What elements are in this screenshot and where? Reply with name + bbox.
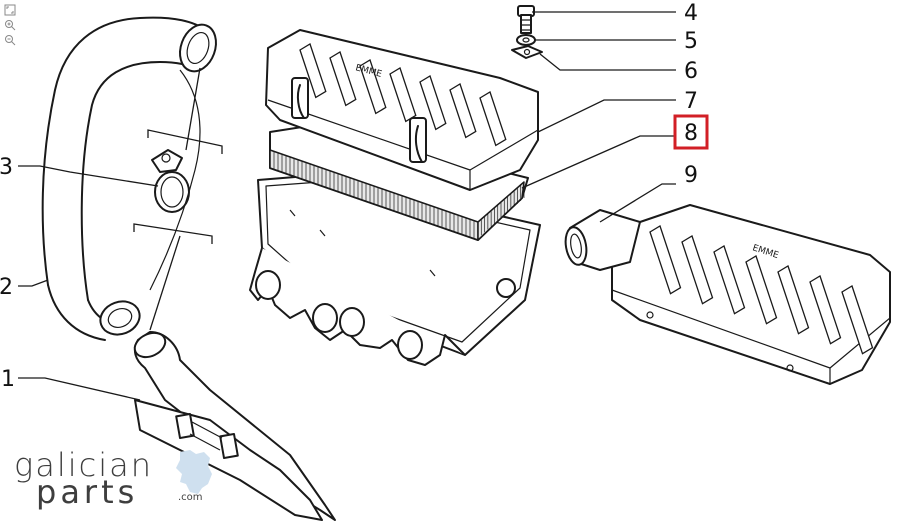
part-number-5[interactable]: 5 (684, 29, 698, 54)
part-8-highlight-box (673, 114, 709, 150)
part-number-9[interactable]: 9 (684, 163, 698, 188)
part-number-1[interactable]: 1 (1, 367, 15, 392)
hose-clamp-part-3[interactable] (151, 149, 190, 213)
part-number-2[interactable]: 2 (0, 275, 13, 300)
part-number-3[interactable]: 3 (0, 155, 13, 180)
fit-icon[interactable] (3, 3, 17, 16)
filter-element-part-8[interactable] (269, 124, 529, 241)
part-number-6[interactable]: 6 (684, 59, 698, 84)
bracket-part-6[interactable] (511, 45, 543, 59)
air-duct-part-1[interactable] (131, 328, 336, 521)
bolt-part-4[interactable] (517, 5, 535, 34)
brand-line-2: parts (36, 473, 139, 511)
intake-hose-part-2[interactable] (41, 16, 223, 341)
galicia-map-icon (176, 450, 212, 494)
zoom-out-icon[interactable] (3, 33, 17, 46)
part-number-8[interactable]: 8 (684, 121, 698, 146)
washer-part-5[interactable] (516, 34, 536, 46)
part-number-4[interactable]: 4 (684, 1, 698, 26)
brand-line-1: galician (14, 446, 153, 484)
part-number-7[interactable]: 7 (684, 89, 698, 114)
filter-cover-part-7[interactable]: EMME (265, 29, 539, 191)
air-filter-assembly-part-9[interactable]: EMME (563, 204, 891, 385)
zoom-in-icon[interactable] (3, 18, 17, 31)
brand-logo: galician parts .com (14, 446, 214, 511)
brand-suffix: .com (178, 492, 203, 503)
